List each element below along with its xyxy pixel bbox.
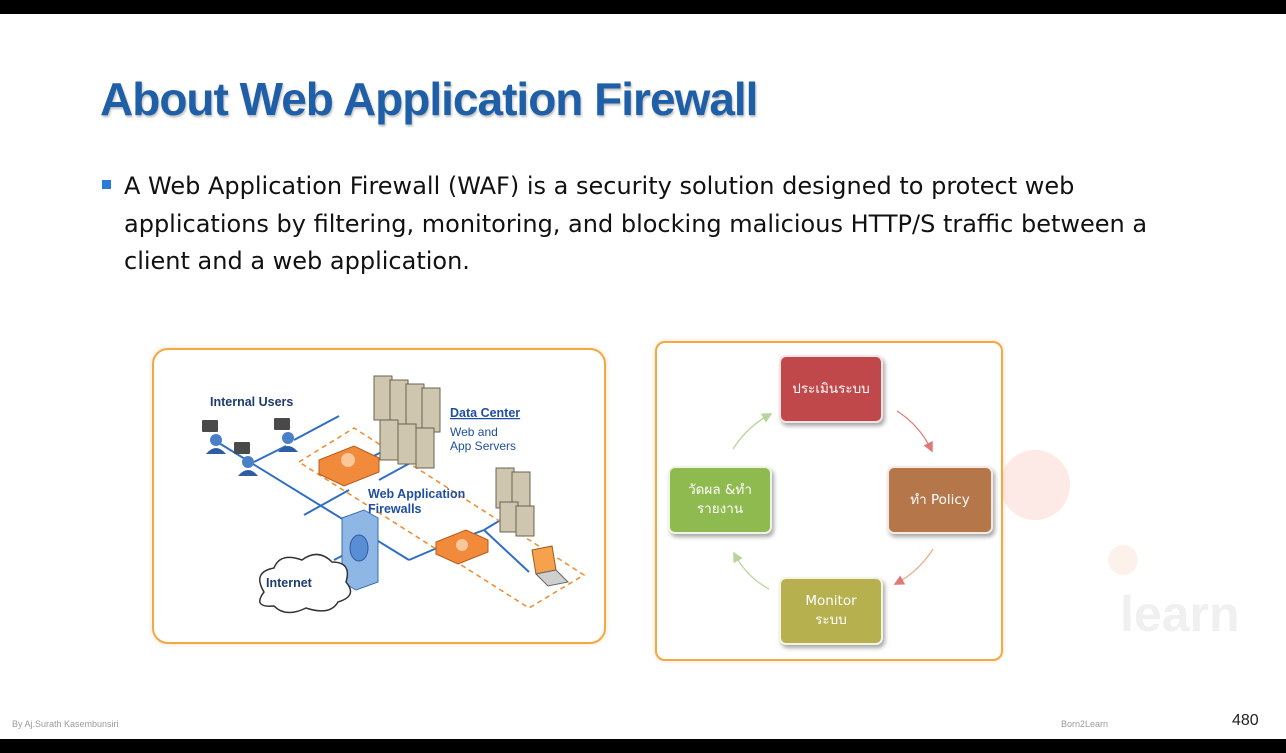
cycle-step-label: ประเมินระบบ: [792, 380, 870, 397]
process-cycle-panel: ประเมินระบบ ทำ Policy Monitor ระบบ วัดผล…: [655, 341, 1003, 661]
bullet-text: A Web Application Firewall (WAF) is a se…: [124, 172, 1148, 275]
waf-label-line2: Firewalls: [368, 502, 422, 516]
internet-label: Internet: [266, 576, 313, 590]
firewall-appliance-icon: [318, 445, 380, 487]
square-bullet-icon: [102, 180, 111, 189]
waf-label-line1: Web Application: [368, 487, 465, 501]
user-icon: [234, 442, 258, 476]
servers-label-line2: App Servers: [450, 439, 516, 453]
arrow-monitor-to-report: [733, 551, 770, 590]
servers-label-line1: Web and: [450, 425, 498, 439]
top-letterbox-bar: [0, 0, 1286, 14]
firewall-appliance-icon: [435, 529, 489, 565]
user-icon: [202, 420, 226, 454]
bullet-paragraph: A Web Application Firewall (WAF) is a se…: [100, 168, 1160, 281]
watermark-text: learn: [1120, 586, 1240, 642]
watermark-dot: [1108, 545, 1138, 575]
cycle-step-report: วัดผล &ทำ รายงาน: [668, 466, 772, 534]
internet-cloud-icon: [259, 553, 352, 614]
user-icon: [274, 418, 298, 452]
cycle-step-label: Monitor ระบบ: [805, 593, 857, 628]
brick-wall-icon: [341, 509, 379, 591]
user-icon-group: [202, 418, 298, 476]
arrow-policy-to-monitor: [893, 548, 934, 585]
server-rack-icon: [373, 375, 441, 469]
watermark-circle: [1000, 450, 1070, 520]
network-diagram: Internal Users Data Center Web and App S…: [202, 375, 586, 614]
footer-brand: Born2Learn: [1061, 719, 1109, 729]
cycle-arrows: [732, 410, 934, 590]
laptop-icon: [531, 545, 570, 587]
cycle-step-policy: ทำ Policy: [887, 466, 993, 534]
arrow-assess-to-policy: [896, 410, 933, 453]
footer-author: By Aj.Surath Kasembunsiri: [12, 719, 119, 729]
internal-users-label: Internal Users: [210, 395, 293, 409]
bottom-letterbox-bar: [0, 739, 1286, 753]
cycle-step-assess: ประเมินระบบ: [779, 355, 883, 423]
network-diagram-panel: Internal Users Data Center Web and App S…: [152, 348, 606, 644]
cycle-step-label: ทำ Policy: [910, 491, 970, 508]
dmz-dashed-region: [297, 427, 586, 609]
data-center-label: Data Center: [450, 406, 520, 420]
cycle-step-label: วัดผล &ทำ รายงาน: [688, 482, 752, 517]
slide-title: About Web Application Firewall: [100, 73, 758, 125]
page-number: 480: [1232, 712, 1259, 729]
arrow-report-to-assess: [732, 413, 773, 450]
cycle-step-monitor: Monitor ระบบ: [779, 577, 883, 645]
server-icon: [495, 467, 535, 537]
